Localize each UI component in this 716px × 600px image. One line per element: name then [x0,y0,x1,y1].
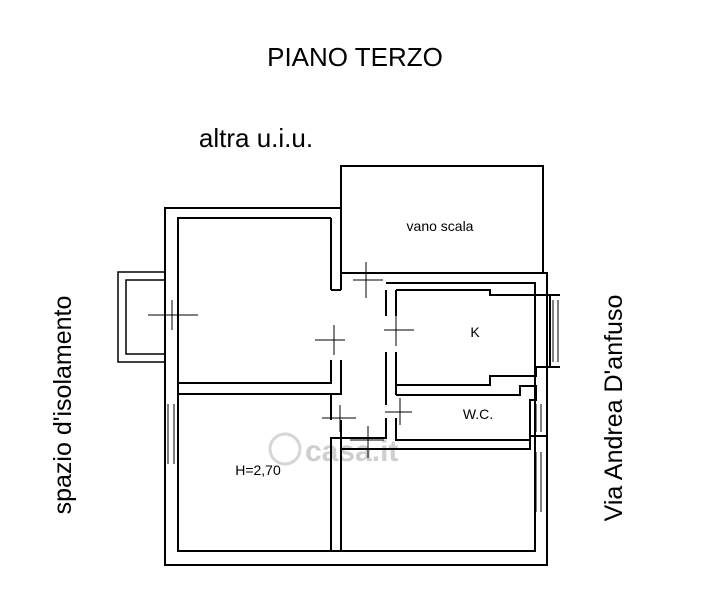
bedroom-top-wall [178,360,332,384]
street-label: Via Andrea D'anfuso [600,295,628,522]
interior-walls [178,289,560,551]
watermark: casa.it [268,432,398,468]
stairwell-outline [340,165,544,274]
outer-wall-line [164,207,548,566]
bottom-right-room-top [341,435,547,450]
kitchen-label: K [470,324,480,340]
door-marks [148,262,414,458]
wc-label: W.C. [463,406,493,422]
stairwell [330,165,544,291]
wc-bottom-wall [395,418,530,441]
plan-title: PIANO TERZO [267,42,443,72]
windows [167,300,559,512]
watermark-house-icon [268,432,302,466]
wc-wall [396,385,537,440]
corridor-wall-lower [330,420,342,551]
balcony-outline [117,271,165,363]
top-neighbor-label: altra u.i.u. [199,123,313,153]
stairwell-label: vano scala [407,218,474,234]
exterior-walls [164,207,548,566]
left-side-label: spazio d'isolamento [49,296,77,515]
inner-wall-line [177,217,536,552]
bedroom-bottom-wall [178,360,342,395]
balcony [117,271,165,363]
balcony-inner-line [125,279,165,355]
ceiling-height-label: H=2,70 [235,462,281,478]
corridor-wall-right-low [341,418,387,439]
